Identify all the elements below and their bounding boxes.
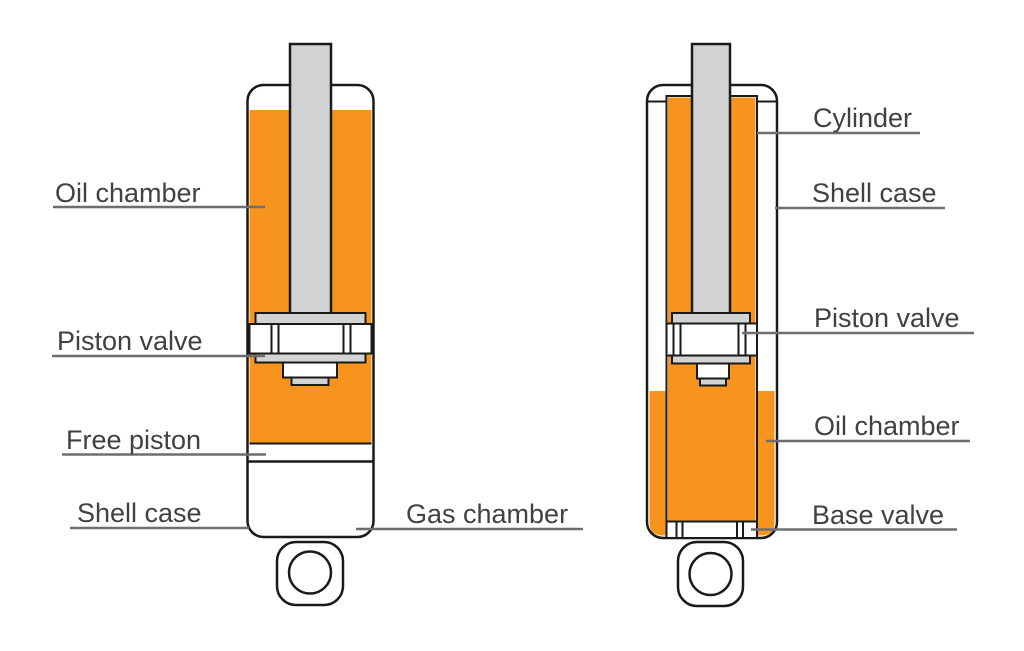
left-piston-valve-nut-lower xyxy=(290,376,330,386)
right-piston-valve-top-plate xyxy=(671,312,751,325)
labels: Oil chamber Piston valve Free piston She… xyxy=(55,103,960,530)
left-gas-chamber-label: Gas chamber xyxy=(406,499,568,529)
right-absorber xyxy=(645,42,779,608)
left-oil-chamber-label: Oil chamber xyxy=(55,178,201,208)
right-piston-valve-band xyxy=(665,322,758,357)
left-shell-case-label: Shell case xyxy=(77,498,202,528)
left-piston-rod xyxy=(288,42,333,317)
right-base-valve-label: Base valve xyxy=(812,500,944,530)
right-piston-valve-nut-upper xyxy=(696,362,730,380)
right-mounting-eye-hole xyxy=(688,551,733,597)
right-piston-rod xyxy=(690,42,732,317)
left-absorber xyxy=(246,42,375,607)
leader-lines xyxy=(52,131,974,531)
right-cylinder-label: Cylinder xyxy=(813,103,912,133)
left-piston-valve-band xyxy=(248,323,373,355)
left-piston-valve-label: Piston valve xyxy=(57,326,203,356)
left-free-piston-label: Free piston xyxy=(66,425,201,455)
right-piston-valve-label: Piston valve xyxy=(814,303,960,333)
right-shell-case-label: Shell case xyxy=(812,178,937,208)
left-piston-valve-bottom-plate xyxy=(254,352,367,364)
right-oil-chamber-label: Oil chamber xyxy=(814,411,960,441)
right-piston-valve-bottom-plate xyxy=(671,354,751,365)
right-piston-valve-nut-lower xyxy=(699,377,727,387)
left-piston-valve-nut-upper xyxy=(282,361,338,379)
left-piston-valve-top-plate xyxy=(254,312,367,325)
left-mounting-eye-hole xyxy=(287,550,333,595)
